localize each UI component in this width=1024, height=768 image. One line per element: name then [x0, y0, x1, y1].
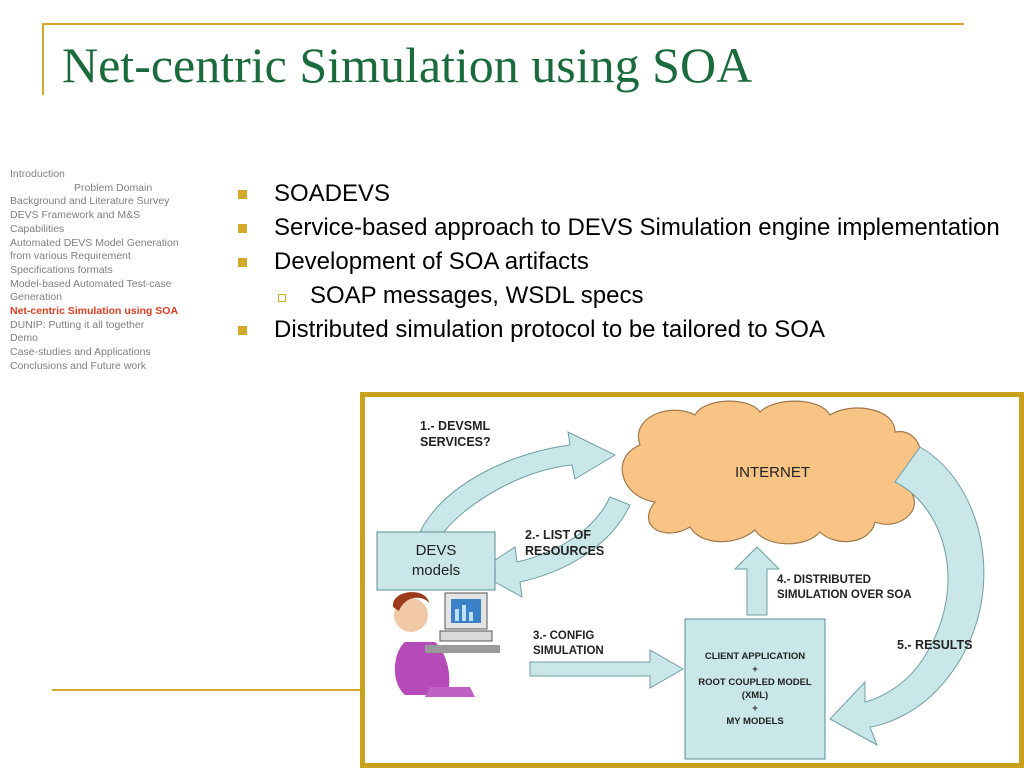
square-bullet-icon [238, 258, 247, 267]
nav-item: Specifications formats [10, 263, 113, 276]
nav-item: Case-studies and Applications [10, 346, 151, 359]
square-bullet-icon [238, 190, 247, 199]
person-at-computer-icon [392, 592, 500, 697]
bullet-text: Service-based approach to DEVS Simulatio… [274, 214, 1000, 241]
bullet-text: Distributed simulation protocol to be ta… [274, 316, 825, 343]
nav-item: Background and Literature Survey [10, 195, 170, 208]
hollow-square-bullet-icon [278, 294, 286, 302]
nav-item: Introduction [10, 168, 65, 180]
nav-item: Capabilities [10, 222, 65, 235]
slide-title: Net-centric Simulation using SOA [62, 37, 753, 93]
nav-item: DUNIP: Putting it all together [10, 318, 145, 331]
devs-box-line: models [412, 562, 460, 579]
bullet-item: Development of SOA artifacts [236, 248, 1016, 276]
step4-label: 4.- DISTRIBUTED [777, 574, 871, 586]
step5-label: 5.- RESULTS [897, 638, 972, 652]
nav-item: Demo [10, 332, 39, 345]
bullet-item: Service-based approach to DEVS Simulatio… [236, 214, 1016, 242]
bullet-text: Development of SOA artifacts [274, 248, 589, 275]
step1-label: SERVICES? [420, 435, 491, 449]
devs-box-line: DEVS [416, 542, 457, 559]
bullet-text: SOAP messages, WSDL specs [310, 282, 644, 309]
client-box-line: ROOT COUPLED MODEL [698, 677, 812, 688]
devs-models-box [376, 531, 496, 591]
soa-diagram: INTERNET DEVS models CLIENT APPLICATION … [376, 400, 985, 760]
client-box-line: CLIENT APPLICATION [705, 651, 805, 662]
client-application-box [684, 618, 826, 760]
nav-item: Automated DEVS Model Generation [10, 236, 179, 249]
step1-label: 1.- DEVSML [420, 419, 491, 433]
nav-item: from various Requirement [10, 250, 131, 263]
bullet-item: SOADEVS [236, 180, 1016, 208]
bullet-item: Distributed simulation protocol to be ta… [236, 316, 1016, 344]
bullet-list: SOADEVS Service-based approach to DEVS S… [236, 180, 1016, 350]
step4-label: SIMULATION OVER SOA [777, 589, 912, 601]
client-box-line: (XML) [742, 690, 768, 701]
title-rule [42, 23, 964, 25]
title-side-rule [42, 23, 44, 95]
footer-rule [52, 689, 362, 691]
arrow-step5-icon [829, 446, 985, 747]
arrow-step4-icon [733, 546, 781, 616]
square-bullet-icon [238, 224, 247, 233]
nav-item: DEVS Framework and M&S [10, 209, 141, 222]
internet-cloud-icon [621, 400, 922, 545]
step2-label: RESOURCES [525, 544, 604, 558]
soa-diagram-figure: INTERNET DEVS models CLIENT APPLICATION … [360, 392, 1024, 768]
nav-item: Conclusions and Future work [10, 359, 146, 372]
step3-label: 3.- CONFIG [533, 630, 594, 642]
client-box-line: MY MODELS [726, 716, 783, 727]
agenda-nav: Introduction Problem Domain Background a… [10, 168, 210, 374]
cloud-label: INTERNET [735, 464, 810, 481]
sub-bullet-item: SOAP messages, WSDL specs [236, 282, 1016, 310]
client-box-line: + [752, 703, 758, 714]
nav-item: Model-based Automated Test-case [10, 277, 172, 290]
bullet-text: SOADEVS [274, 180, 391, 207]
nav-item: Generation [10, 291, 62, 304]
step3-label: SIMULATION [533, 645, 604, 657]
arrow-step3-icon [529, 649, 685, 689]
nav-item-active: Net-centric Simulation using SOA [10, 305, 179, 318]
arrow-step1-icon [419, 431, 617, 538]
square-bullet-icon [238, 326, 247, 335]
nav-item: Problem Domain [74, 181, 153, 194]
client-box-line: + [752, 664, 758, 675]
step2-label: 2.- LIST OF [525, 528, 591, 542]
